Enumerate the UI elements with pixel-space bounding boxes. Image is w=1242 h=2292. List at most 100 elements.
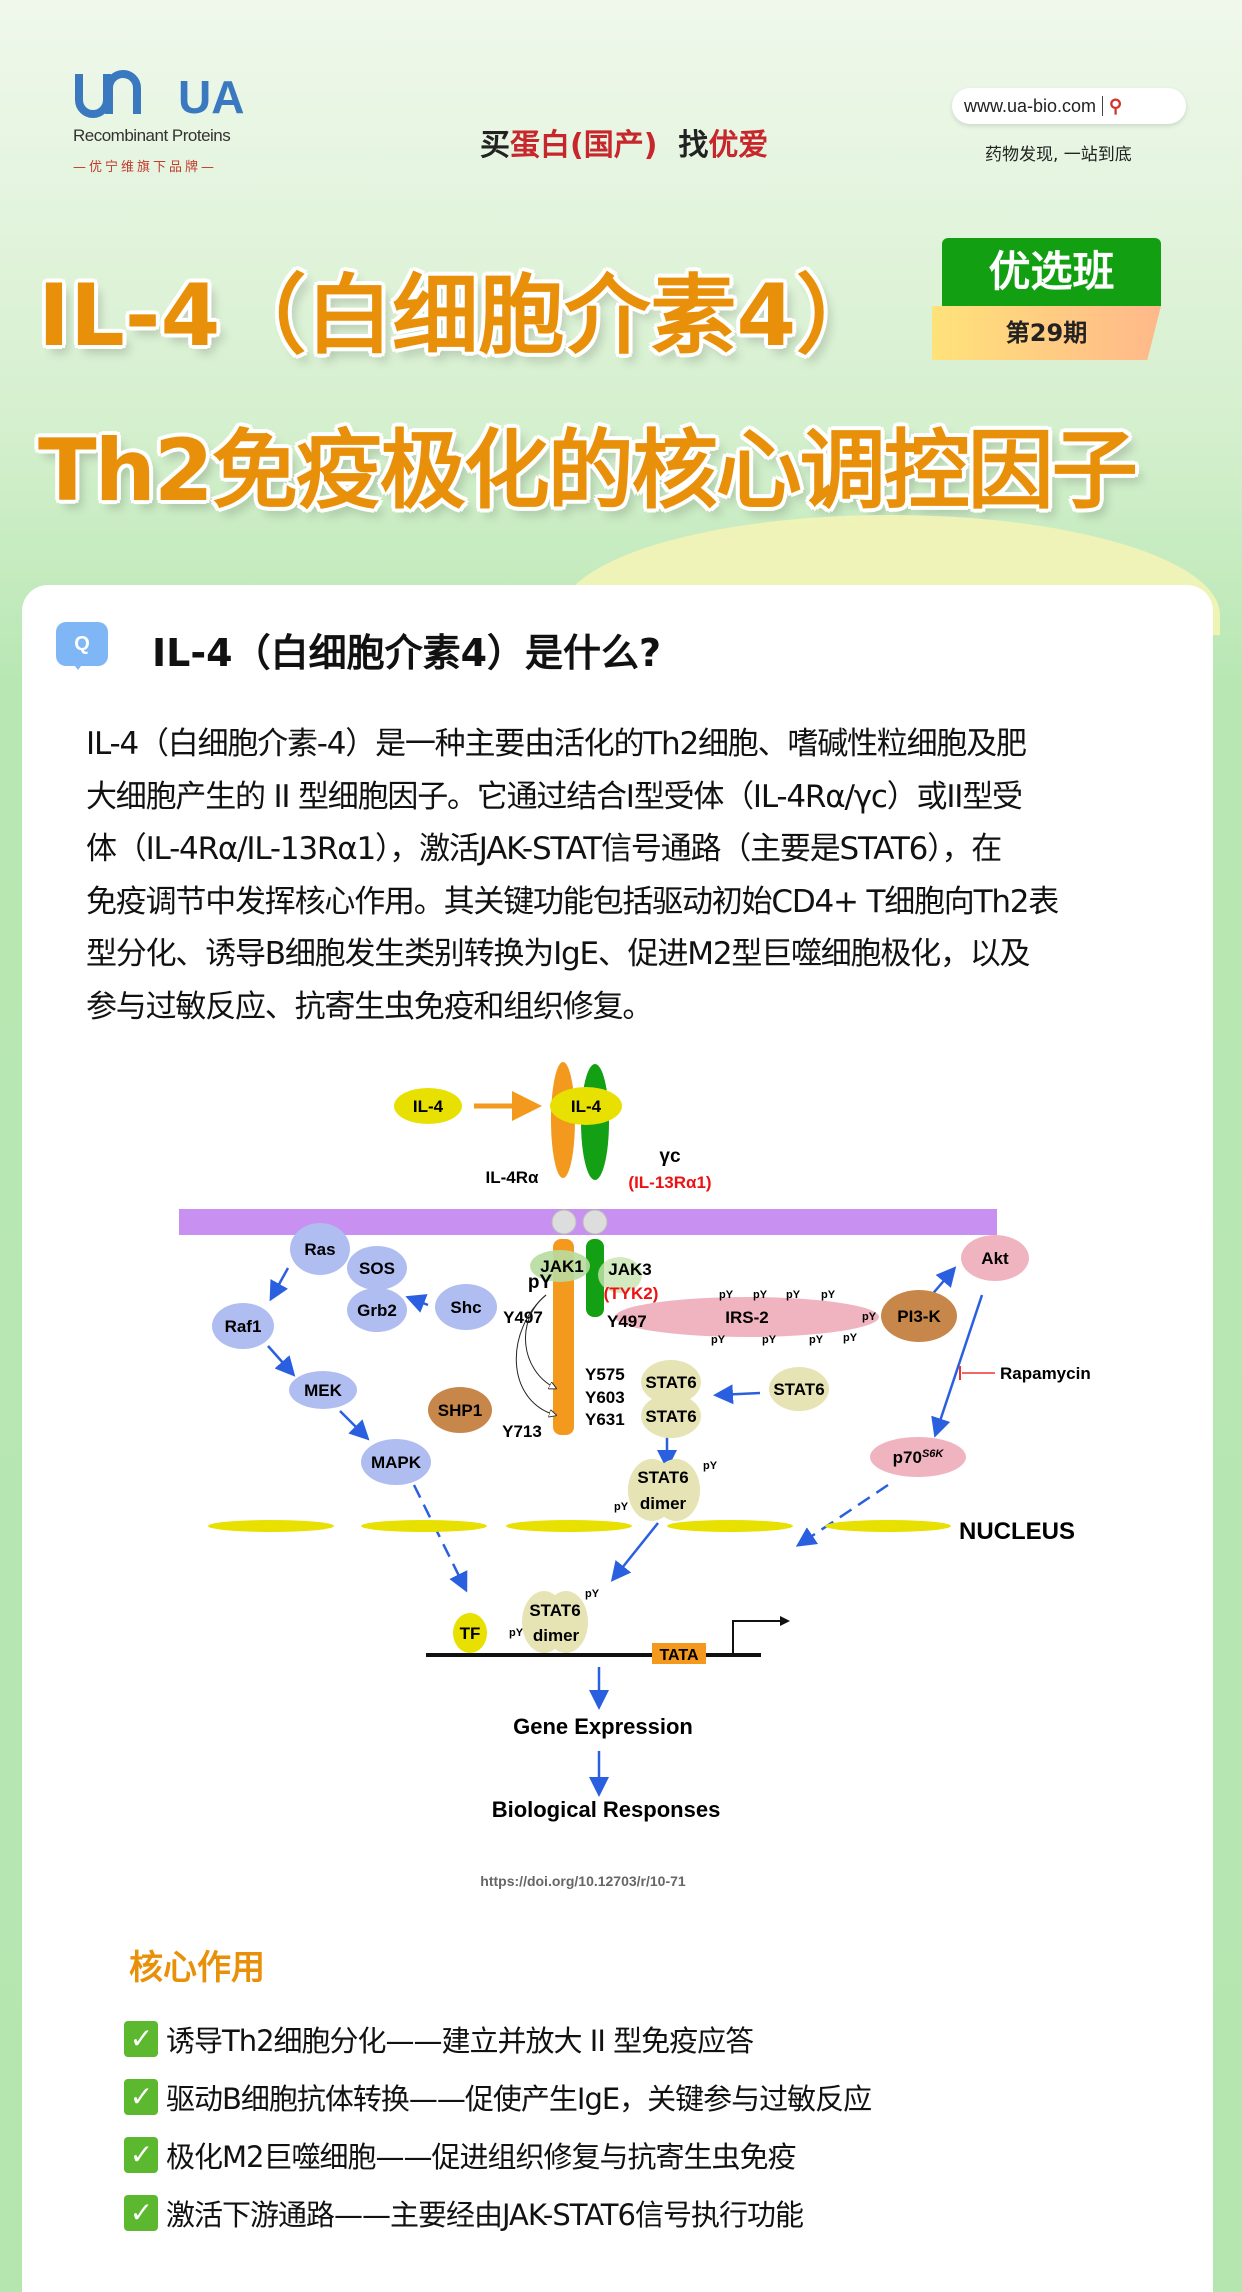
svg-text:IL-4: IL-4 [571,1097,602,1116]
list-item: ✓诱导Th2细胞分化——建立并放大 II 型免疫应答 [124,2010,871,2068]
logo-icon [75,70,141,118]
svg-text:STAT6: STAT6 [529,1601,580,1620]
shc [435,1284,497,1330]
svg-text:Y713: Y713 [502,1422,542,1441]
svg-text:STAT6: STAT6 [645,1407,696,1426]
svg-text:pY: pY [614,1501,629,1513]
svg-text:TF: TF [460,1624,481,1643]
svg-text:JAK3: JAK3 [608,1260,651,1279]
svg-text:Y497: Y497 [607,1312,647,1331]
svg-text:STAT6: STAT6 [645,1373,696,1392]
svg-text:pY: pY [762,1334,777,1346]
svg-text:pY: pY [528,1272,553,1293]
svg-text:IL-4Rα: IL-4Rα [486,1168,540,1187]
svg-text:pY: pY [862,1311,877,1323]
svg-text:pY: pY [719,1289,734,1301]
p70s6k [870,1437,966,1477]
svg-text:dimer: dimer [533,1626,580,1645]
logo-subtitle: Recombinant Proteins [73,126,231,145]
svg-text:γc: γc [659,1146,681,1167]
search-icon[interactable]: ⚲ [1109,95,1123,116]
svg-text:Ras: Ras [304,1240,335,1259]
page-title-line1: IL-4（白细胞介素4） [38,266,883,366]
svg-text:pY: pY [786,1289,801,1301]
sos [347,1246,407,1290]
svg-text:Shc: Shc [450,1298,481,1317]
svg-text:STAT6: STAT6 [637,1468,688,1487]
mek [289,1371,357,1409]
ras [290,1223,350,1275]
svg-text:pY: pY [711,1334,726,1346]
stat6-free [769,1367,829,1411]
pi3k [881,1290,957,1342]
check-icon: ✓ [124,2195,158,2231]
svg-text:Y497: Y497 [503,1308,543,1327]
check-icon: ✓ [124,2137,158,2173]
logo-brand: —优宁维旗下品牌— [73,160,218,175]
svg-text:IRS-2: IRS-2 [725,1308,768,1327]
tm-connector [551,1209,577,1235]
core-functions-heading: 核心作用 [129,1948,265,1988]
svg-text:dimer: dimer [640,1494,687,1513]
section-heading: IL-4（白细胞介素4）是什么? [152,631,662,675]
promoter-arrow [732,1620,786,1655]
svg-text:pY: pY [843,1332,858,1344]
il4-free [394,1088,462,1124]
nuclear-envelope [208,1520,951,1532]
svg-text:MAPK: MAPK [371,1453,422,1472]
svg-text:Y575: Y575 [585,1365,625,1384]
svg-text:JAK1: JAK1 [540,1257,583,1276]
irs2 [615,1297,879,1337]
svg-text:Biological Responses: Biological Responses [492,1797,721,1822]
tata-box [652,1643,706,1664]
stat6 [641,1360,701,1404]
slogan: 买蛋白(国产) 找优爱 [480,128,769,163]
svg-text:PI3-K: PI3-K [897,1307,941,1326]
svg-text:MEK: MEK [304,1381,343,1400]
raf1 [212,1303,274,1349]
logo-text: UA [178,71,245,123]
svg-text:SOS: SOS [359,1259,395,1278]
jak1 [530,1250,590,1282]
intro-paragraph: IL-4（白细胞介素-4）是一种主要由活化的Th2细胞、嗜碱性粒细胞及肥大细胞产… [86,726,1059,1025]
svg-text:Rapamycin: Rapamycin [1000,1364,1091,1383]
jak3 [598,1257,642,1293]
issue-badge: 第29期 [932,306,1161,360]
svg-text:IL-4: IL-4 [413,1097,444,1116]
svg-text:pY: pY [509,1627,524,1639]
svg-text:p70S6K: p70S6K [893,1448,945,1467]
tagline: 药物发现, 一站到底 [985,145,1132,165]
svg-text:STAT6: STAT6 [773,1380,824,1399]
check-icon: ✓ [124,2079,158,2115]
svg-text:Gene Expression: Gene Expression [513,1714,693,1739]
shp1 [428,1387,492,1433]
svg-text:NUCLEUS: NUCLEUS [959,1518,1075,1545]
svg-text:pY: pY [585,1588,600,1600]
il4-bound [550,1087,622,1125]
phospho-arrow [515,1294,555,1415]
svg-text:pY: pY [703,1460,718,1472]
website-search-pill[interactable]: www.ua-bio.com ⚲ [952,88,1186,124]
svg-text:pY: pY [753,1289,768,1301]
svg-text:pY: pY [821,1289,836,1301]
svg-text:https://doi.org/10.12703/r/10-: https://doi.org/10.12703/r/10-71 [480,1873,686,1889]
tf [453,1613,487,1653]
svg-text:pY: pY [809,1334,824,1346]
page-title-line2: Th2免疫极化的核心调控因子 [38,421,1138,521]
mapk [361,1439,431,1485]
question-icon: Q [56,622,108,670]
gamma-c-intracellular [586,1239,604,1317]
svg-text:SHP1: SHP1 [438,1401,482,1420]
svg-text:Y631: Y631 [585,1410,625,1429]
list-item: ✓驱动B细胞抗体转换——促使产生IgE，关键参与过敏反应 [124,2068,872,2126]
svg-text:TATA: TATA [659,1647,699,1664]
series-badge: 优选班 [942,238,1161,306]
grb2 [347,1288,407,1332]
url-text: www.ua-bio.com [964,95,1097,116]
il4ra-intracellular [553,1239,574,1435]
stat6 [641,1394,701,1438]
svg-text:(IL-13Rα1): (IL-13Rα1) [628,1173,711,1192]
content-card [22,585,1213,2292]
list-item: ✓激活下游通路——主要经由JAK-STAT6信号执行功能 [124,2184,871,2242]
